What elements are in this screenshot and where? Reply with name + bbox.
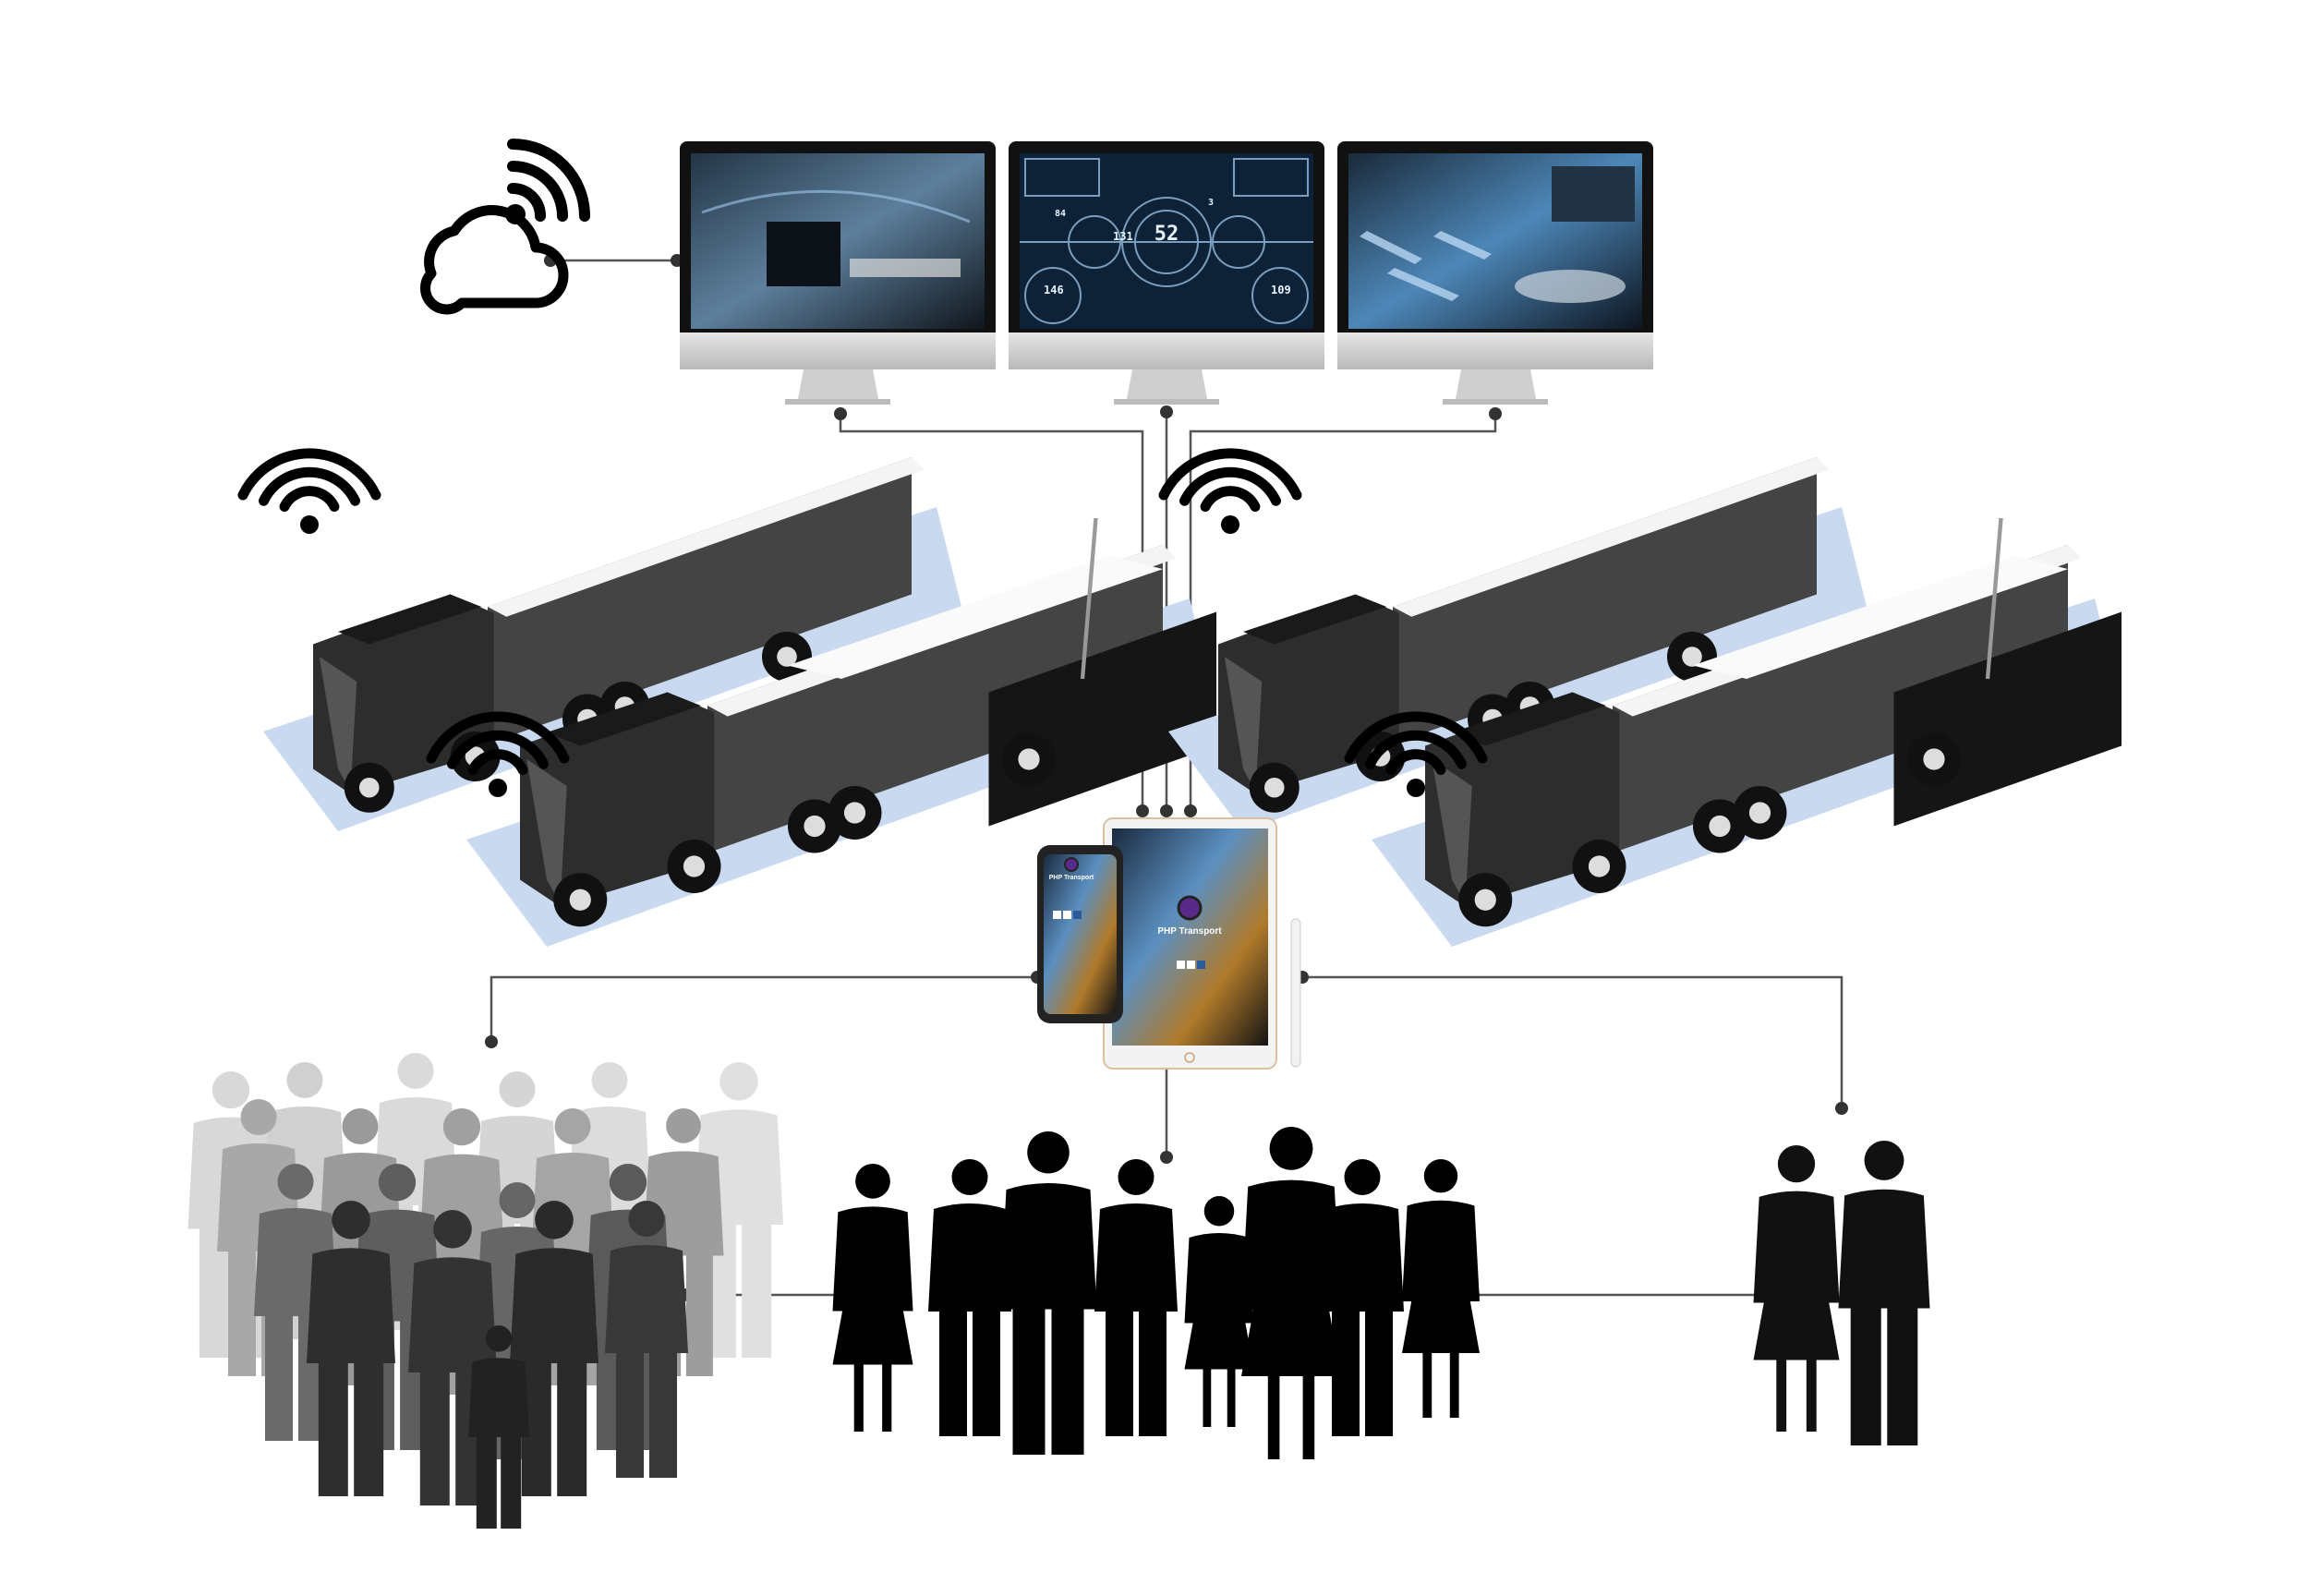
audiences bbox=[187, 1053, 1930, 1529]
app-title: PHP Transport bbox=[1157, 926, 1222, 937]
expandable-truck bbox=[466, 517, 1216, 947]
devices-to-crowd-line bbox=[490, 975, 1037, 1042]
person-silhouette bbox=[1184, 1196, 1254, 1427]
business-team bbox=[832, 1127, 1480, 1459]
person-silhouette bbox=[1094, 1159, 1178, 1436]
monitor-hud-dashboard: 52 131 146 109 84 3 bbox=[1009, 141, 1324, 405]
truck-group-right bbox=[1168, 457, 2122, 947]
smartphone: PHP Transport bbox=[1037, 845, 1123, 1023]
cloud-wifi-icon bbox=[420, 139, 590, 315]
person-silhouette bbox=[468, 1325, 529, 1529]
hud-readout: 3 bbox=[1208, 198, 1214, 208]
devices-to-family-line bbox=[1302, 975, 1844, 1108]
wifi-icon bbox=[426, 711, 570, 797]
person-silhouette bbox=[999, 1131, 1097, 1455]
hud-readout: 109 bbox=[1271, 284, 1291, 296]
wifi-icons bbox=[237, 448, 1488, 797]
hud-readout: 146 bbox=[1044, 284, 1064, 296]
tablet: PHP Transport bbox=[1103, 817, 1277, 1070]
public-crowd bbox=[187, 1053, 783, 1529]
person-silhouette bbox=[1753, 1145, 1840, 1432]
person-silhouette bbox=[832, 1164, 913, 1432]
person-silhouette bbox=[1241, 1127, 1341, 1459]
person-silhouette bbox=[928, 1159, 1011, 1436]
monitor-control-room bbox=[680, 141, 996, 405]
person-silhouette bbox=[605, 1201, 688, 1478]
person-silhouette bbox=[408, 1210, 497, 1505]
person-silhouette bbox=[1321, 1159, 1404, 1436]
stylus bbox=[1290, 918, 1301, 1068]
family bbox=[1753, 1141, 1930, 1445]
person-silhouette bbox=[1402, 1159, 1480, 1418]
app-title: PHP Transport bbox=[1049, 875, 1094, 881]
wifi-icon bbox=[1158, 448, 1302, 534]
wifi-icon bbox=[1344, 711, 1488, 797]
person-silhouette bbox=[307, 1201, 395, 1496]
truck bbox=[1168, 457, 1867, 831]
person-silhouette bbox=[1838, 1141, 1930, 1445]
wifi-icon bbox=[237, 448, 381, 534]
monitor-fleet-hologram bbox=[1337, 141, 1653, 405]
hud-readout: 131 bbox=[1113, 230, 1133, 243]
hud-readout-main: 52 bbox=[1154, 223, 1179, 246]
hud-readout: 84 bbox=[1055, 209, 1066, 219]
